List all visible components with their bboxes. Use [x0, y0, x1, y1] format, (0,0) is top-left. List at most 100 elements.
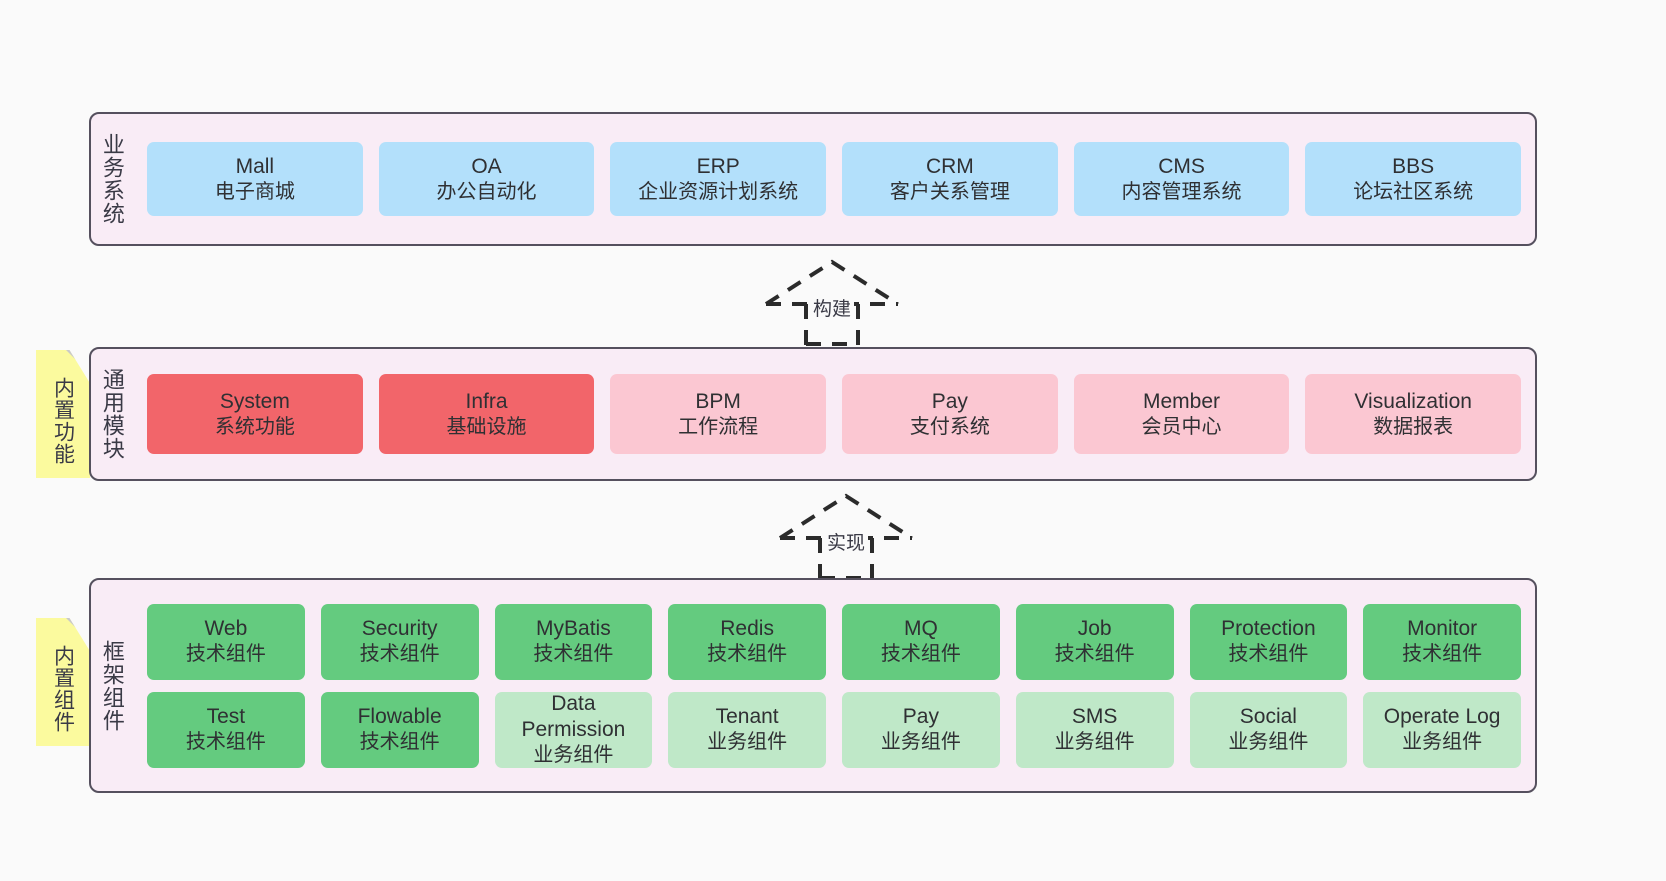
card-system[interactable]: System 系统功能 — [147, 374, 363, 454]
card-title: Redis — [720, 617, 774, 641]
card-subtitle: 业务组件 — [1228, 731, 1309, 754]
card-title: Pay — [931, 389, 968, 413]
layer-business-systems[interactable]: 业务系统 Mall 电子商城 OA 办公自动化 ERP 企业资源计划系统 CRM… — [89, 112, 1537, 246]
note-built-in-features[interactable]: 内置功能 — [36, 350, 90, 478]
card-mall[interactable]: Mall 电子商城 — [147, 142, 363, 216]
card-title: MyBatis — [536, 617, 611, 641]
card-subtitle: 业务组件 — [1402, 731, 1483, 754]
layer-body-common-modules: System 系统功能 Infra 基础设施 BPM 工作流程 Pay 支付系统… — [133, 349, 1535, 479]
card-redis[interactable]: Redis 技术组件 — [668, 603, 826, 680]
card-subtitle: 客户关系管理 — [889, 180, 1010, 203]
card-title: Job — [1077, 617, 1112, 641]
note-label: 内置功能 — [51, 377, 75, 465]
card-subtitle: 企业资源计划系统 — [638, 180, 799, 203]
card-subtitle: 业务组件 — [880, 731, 961, 754]
card-title: SMS — [1071, 705, 1118, 729]
card-subtitle: 基础设施 — [446, 415, 527, 438]
card-title: Web — [204, 617, 248, 641]
card-title: Social — [1239, 705, 1297, 729]
card-title: Security — [361, 617, 438, 641]
card-title: Data Permission — [521, 692, 626, 742]
card-title: MQ — [903, 617, 938, 641]
connector-label-implement: 实现 — [824, 528, 869, 555]
card-job[interactable]: Job 技术组件 — [1015, 603, 1174, 680]
card-subtitle: 技术组件 — [1228, 643, 1309, 666]
card-subtitle: 业务组件 — [533, 744, 614, 767]
card-subtitle: 技术组件 — [880, 643, 961, 666]
connector-build: 构建 — [762, 258, 902, 346]
card-social[interactable]: Social 业务组件 — [1189, 691, 1348, 768]
card-subtitle: 技术组件 — [707, 643, 788, 666]
card-security[interactable]: Security 技术组件 — [320, 603, 479, 680]
card-crm[interactable]: CRM 客户关系管理 — [842, 142, 1058, 216]
card-title: Flowable — [357, 705, 442, 729]
card-subtitle: 论坛社区系统 — [1353, 180, 1474, 203]
card-title: Test — [206, 705, 246, 729]
card-title: Monitor — [1407, 617, 1478, 641]
card-pay[interactable]: Pay 支付系统 — [842, 374, 1058, 454]
card-subtitle: 内容管理系统 — [1121, 180, 1242, 203]
connector-label-build: 构建 — [810, 294, 855, 321]
card-tenant[interactable]: Tenant 业务组件 — [668, 691, 826, 768]
card-subtitle: 技术组件 — [359, 731, 440, 754]
card-cms[interactable]: CMS 内容管理系统 — [1073, 142, 1290, 216]
card-sms[interactable]: SMS 业务组件 — [1015, 691, 1174, 768]
card-protection[interactable]: Protection 技术组件 — [1189, 603, 1348, 680]
card-title: Member — [1143, 389, 1221, 413]
card-subtitle: 数据报表 — [1373, 415, 1454, 438]
card-subtitle: 技术组件 — [533, 643, 614, 666]
layer-common-modules[interactable]: 通用模块 System 系统功能 Infra 基础设施 BPM 工作流程 Pay… — [89, 347, 1537, 481]
card-mybatis[interactable]: MyBatis 技术组件 — [494, 603, 653, 680]
card-title: Operate Log — [1383, 705, 1501, 729]
card-title: OA — [471, 154, 502, 178]
card-subtitle: 会员中心 — [1141, 415, 1222, 438]
card-title: Tenant — [715, 705, 779, 729]
card-erp[interactable]: ERP 企业资源计划系统 — [610, 142, 827, 216]
note-fold-icon — [66, 618, 90, 642]
card-row: Mall 电子商城 OA 办公自动化 ERP 企业资源计划系统 CRM 客户关系… — [147, 142, 1522, 216]
card-row: Test 技术组件 Flowable 技术组件 Data Permission … — [147, 691, 1521, 768]
layer-title-framework-components: 框架组件 — [99, 639, 125, 732]
card-bpm[interactable]: BPM 工作流程 — [610, 374, 827, 454]
card-subtitle: 支付系统 — [909, 415, 990, 438]
card-data-permission[interactable]: Data Permission 业务组件 — [494, 691, 653, 768]
card-operate-log[interactable]: Operate Log 业务组件 — [1363, 691, 1521, 768]
connector-implement: 实现 — [776, 492, 916, 580]
card-title: BBS — [1392, 154, 1435, 178]
note-label: 内置组件 — [51, 645, 75, 733]
card-subtitle: 技术组件 — [185, 731, 266, 754]
card-subtitle: 技术组件 — [359, 643, 440, 666]
layer-title-common-modules: 通用模块 — [99, 368, 125, 460]
card-subtitle: 技术组件 — [1054, 643, 1135, 666]
note-built-in-components[interactable]: 内置组件 — [36, 618, 90, 746]
card-web[interactable]: Web 技术组件 — [147, 603, 305, 680]
card-mq[interactable]: MQ 技术组件 — [842, 603, 1000, 680]
card-test[interactable]: Test 技术组件 — [147, 691, 305, 768]
card-pay-business[interactable]: Pay 业务组件 — [842, 691, 1000, 768]
card-subtitle: 业务组件 — [1054, 731, 1135, 754]
card-title: Protection — [1221, 617, 1316, 641]
note-fold-icon — [66, 350, 90, 374]
card-bbs[interactable]: BBS 论坛社区系统 — [1305, 142, 1522, 216]
card-oa[interactable]: OA 办公自动化 — [378, 142, 595, 216]
layer-framework-components[interactable]: 框架组件 Web 技术组件 Security 技术组件 MyBatis 技术组件… — [89, 578, 1537, 793]
card-monitor[interactable]: Monitor 技术组件 — [1363, 603, 1521, 680]
card-subtitle: 系统功能 — [214, 415, 295, 438]
card-flowable[interactable]: Flowable 技术组件 — [320, 691, 479, 768]
card-row: Web 技术组件 Security 技术组件 MyBatis 技术组件 Redi… — [147, 603, 1521, 680]
card-subtitle: 电子商城 — [214, 180, 295, 203]
card-member[interactable]: Member 会员中心 — [1073, 374, 1290, 454]
layer-body-business-systems: Mall 电子商城 OA 办公自动化 ERP 企业资源计划系统 CRM 客户关系… — [133, 114, 1535, 244]
card-title: BPM — [695, 389, 741, 413]
layer-body-framework-components: Web 技术组件 Security 技术组件 MyBatis 技术组件 Redi… — [133, 580, 1535, 791]
card-title: CRM — [925, 154, 974, 178]
card-title: Pay — [902, 705, 939, 729]
card-row: System 系统功能 Infra 基础设施 BPM 工作流程 Pay 支付系统… — [147, 374, 1522, 454]
card-title: Infra — [465, 389, 508, 413]
card-infra[interactable]: Infra 基础设施 — [378, 374, 595, 454]
card-subtitle: 技术组件 — [185, 643, 266, 666]
card-subtitle: 技术组件 — [1402, 643, 1483, 666]
card-visualization[interactable]: Visualization 数据报表 — [1305, 374, 1522, 454]
card-title: System — [219, 389, 290, 413]
